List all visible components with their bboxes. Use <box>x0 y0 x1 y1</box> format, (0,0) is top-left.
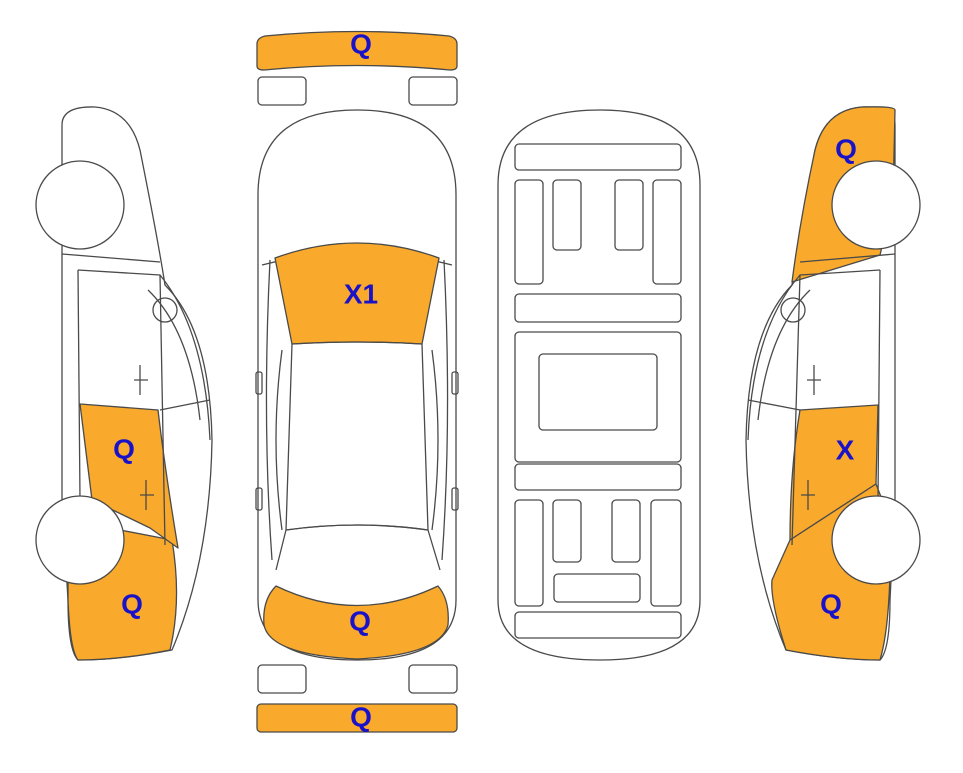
interior-outline <box>497 109 701 661</box>
interior-center-console <box>538 353 658 431</box>
interior-rear-left-seat <box>552 499 582 563</box>
left-lower-door-part[interactable] <box>79 403 179 549</box>
right-pillar-line <box>747 399 801 411</box>
front-bumper-part[interactable] <box>256 30 458 71</box>
top-left-handle <box>255 487 263 511</box>
label-right-rear-quarter: Q <box>835 133 857 164</box>
label-right-front-quarter: Q <box>820 588 842 619</box>
rear-bumper-part[interactable] <box>256 703 458 733</box>
interior-front-bar <box>514 143 682 171</box>
rear-window-left-line <box>275 529 287 571</box>
front-left-light <box>257 76 307 106</box>
top-body-outline <box>257 109 457 661</box>
left-door-line-2 <box>61 253 161 263</box>
right-door-trim <box>757 289 811 421</box>
interior-front-left-col <box>514 179 544 285</box>
right-front-wheel <box>831 495 921 585</box>
label-left-rear-quarter: Q <box>113 433 135 464</box>
top-right-mirror <box>451 371 459 395</box>
label-rear-bumper: Q <box>350 701 372 732</box>
right-rear-wheel <box>831 160 921 250</box>
label-windshield: X1 <box>344 278 378 309</box>
top-left-mirror <box>255 371 263 395</box>
interior-front-right-col <box>652 179 682 285</box>
interior-rear-right-seat <box>611 499 641 563</box>
left-bottom-line <box>77 269 81 501</box>
left-door-trim-1 <box>147 289 201 421</box>
interior-front-right-seat <box>614 179 644 251</box>
right-door-line-2 <box>799 253 896 263</box>
front-right-light <box>408 76 458 106</box>
label-right-front-door: X <box>836 434 855 465</box>
rear-left-light <box>257 664 307 694</box>
right-bottom-line <box>877 269 881 501</box>
left-mirror <box>152 297 178 323</box>
right-handle-front <box>807 365 821 395</box>
top-left-inner-line <box>275 349 283 531</box>
roof-outline <box>285 341 429 531</box>
left-rear-wheel <box>35 495 125 585</box>
right-mirror <box>780 297 806 323</box>
interior-front-left-seat <box>552 179 582 251</box>
interior-mid-bar-2 <box>514 463 682 491</box>
top-view <box>255 30 459 733</box>
interior-rear-left-col <box>514 499 544 607</box>
right-handle-rear <box>801 480 815 510</box>
interior-mid-bar-1 <box>514 293 682 323</box>
top-right-inner-line <box>431 349 439 531</box>
rear-window-part[interactable] <box>263 585 449 660</box>
right-side-view <box>745 106 921 661</box>
interior-view <box>497 109 701 661</box>
interior-rear-bar <box>514 611 682 639</box>
rear-right-light <box>408 664 458 694</box>
label-left-front-quarter: Q <box>121 588 143 619</box>
label-front-bumper: Q <box>350 28 372 59</box>
top-right-side-line <box>441 259 449 561</box>
left-side-view <box>35 106 213 661</box>
left-front-wheel <box>35 160 125 250</box>
interior-mid-left-block <box>514 331 682 463</box>
damage-labels: Q X1 Q Q Q Q Q X Q <box>113 28 857 732</box>
interior-rear-center <box>553 573 641 603</box>
left-handle-rear <box>140 480 154 510</box>
rear-window-upper-line <box>285 524 441 571</box>
left-pillar-line <box>159 399 211 411</box>
right-window-line <box>747 274 801 441</box>
left-handle-front <box>134 365 148 395</box>
top-right-handle <box>451 487 459 511</box>
top-left-side-line <box>265 259 273 561</box>
interior-rear-right-col <box>650 499 682 607</box>
label-rear-window: Q <box>349 605 371 636</box>
left-window-line <box>159 274 211 441</box>
